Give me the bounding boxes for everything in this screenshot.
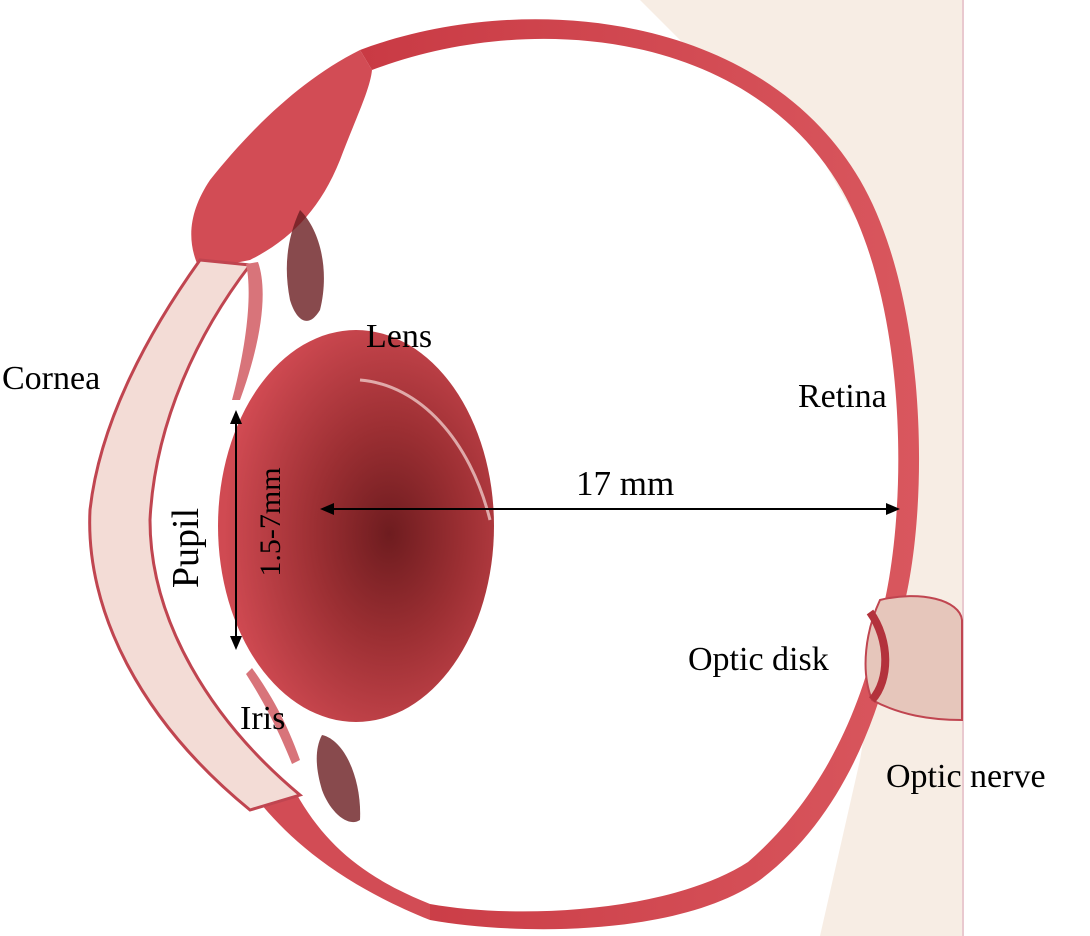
pupil-size-label: 1.5-7mm	[254, 467, 287, 577]
ciliary-lower	[316, 735, 361, 823]
cornea-shape	[88, 258, 304, 812]
horizontal-measure-arrow	[320, 503, 900, 515]
iris-upper	[232, 262, 263, 400]
ciliary-upper	[286, 210, 324, 321]
optic-disk-shape	[866, 609, 890, 703]
iris-lower	[246, 668, 300, 764]
pupil-label: Pupil	[165, 507, 207, 589]
lower-anterior-tissue	[250, 779, 430, 920]
iris-label: Iris	[240, 700, 286, 737]
cornea-label: Cornea	[2, 360, 101, 397]
optic-nerve-label: Optic nerve	[886, 758, 1046, 795]
distance-label: 17 mm	[576, 464, 675, 503]
optic-nerve-shape	[864, 595, 963, 722]
lens-label: Lens	[366, 318, 433, 355]
vertical-measure-arrow	[230, 410, 242, 650]
lens-shape	[218, 330, 494, 722]
lens-capsule-highlight	[359, 378, 492, 521]
optic-disk-label: Optic disk	[688, 641, 829, 678]
retina-label: Retina	[798, 378, 887, 415]
upper-anterior-tissue	[191, 50, 372, 270]
